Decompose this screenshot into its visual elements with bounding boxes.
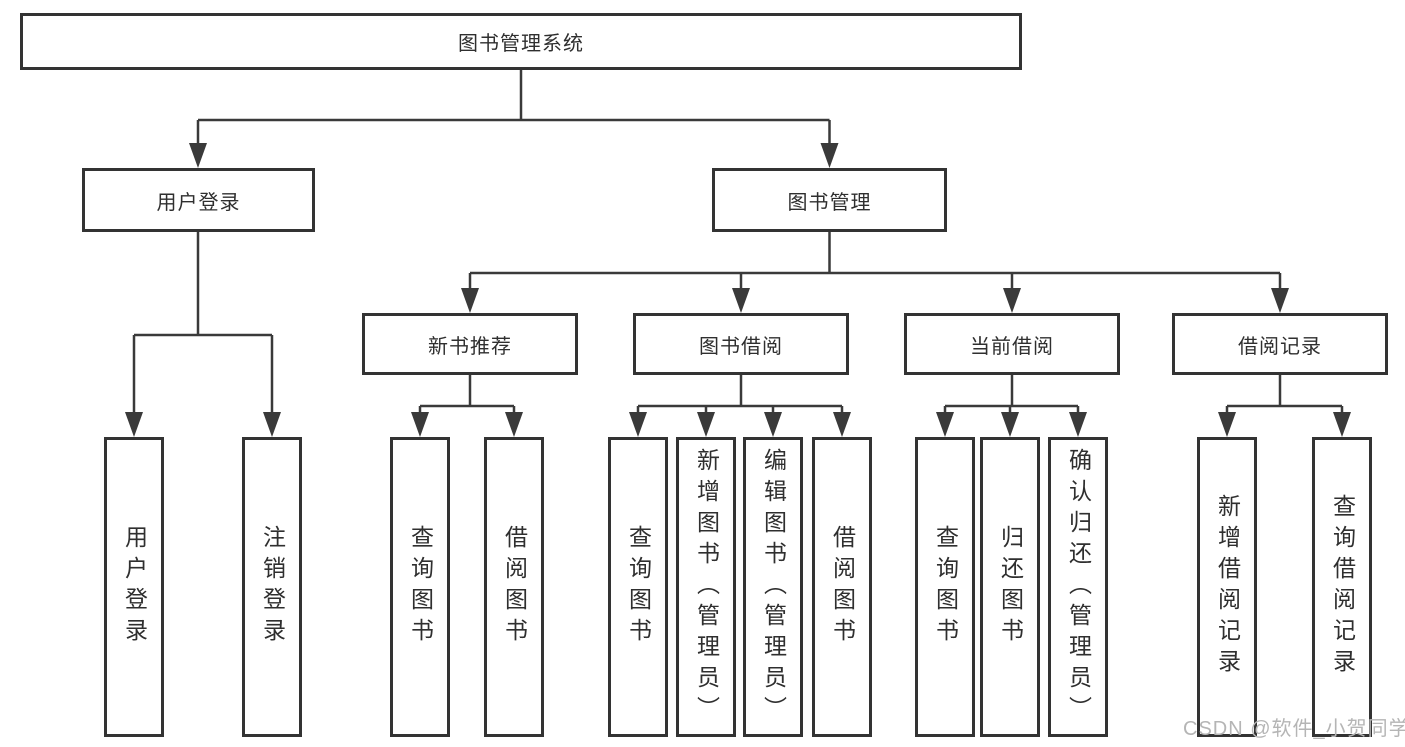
- leaf-label: 注销登录: [259, 525, 286, 649]
- leaf-label: 查询图书: [407, 525, 434, 649]
- arrowhead-icon: [1218, 412, 1236, 437]
- leaf-search-books-current: 查询图书: [915, 437, 975, 737]
- arrowhead-icon: [1003, 288, 1021, 313]
- arrowhead-icon: [1271, 288, 1289, 313]
- leaf-search-books-borrowing: 查询图书: [608, 437, 668, 737]
- leaf-add-books-admin: 新增图书（管理员）: [676, 437, 736, 737]
- leaf-label: 借阅图书: [829, 525, 856, 649]
- leaf-search-borrow-record: 查询借阅记录: [1312, 437, 1372, 737]
- arrowhead-icon: [505, 412, 523, 437]
- arrowhead-icon: [732, 288, 750, 313]
- leaf-label: 用户登录: [121, 525, 148, 649]
- node-book-management: 图书管理: [712, 168, 947, 232]
- leaf-label: 编辑图书（管理员）: [760, 447, 787, 727]
- arrowhead-icon: [411, 412, 429, 437]
- csdn-watermark: CSDN @软件_小贺同学: [1183, 718, 1405, 740]
- leaf-logout: 注销登录: [242, 437, 302, 737]
- node-borrowing-records: 借阅记录: [1172, 313, 1388, 375]
- leaf-label: 归还图书: [997, 525, 1024, 649]
- leaf-user-login: 用户登录: [104, 437, 164, 737]
- node-user-login: 用户登录: [82, 168, 315, 232]
- arrowhead-icon: [936, 412, 954, 437]
- leaf-confirm-return-admin: 确认归还（管理员）: [1048, 437, 1108, 737]
- leaf-label: 查询图书: [625, 525, 652, 649]
- leaf-edit-books-admin: 编辑图书（管理员）: [743, 437, 803, 737]
- arrowhead-icon: [1069, 412, 1087, 437]
- arrowhead-icon: [461, 288, 479, 313]
- leaf-label: 查询图书: [932, 525, 959, 649]
- arrowhead-icon: [189, 143, 207, 168]
- arrowhead-icon: [1001, 412, 1019, 437]
- leaf-borrow-books-borrowing: 借阅图书: [812, 437, 872, 737]
- leaf-label: 新增借阅记录: [1214, 494, 1241, 680]
- arrowhead-icon: [263, 412, 281, 437]
- node-library-management-system: 图书管理系统: [20, 13, 1022, 70]
- arrowhead-icon: [629, 412, 647, 437]
- arrowhead-icon: [697, 412, 715, 437]
- arrowhead-icon: [1333, 412, 1351, 437]
- arrowhead-icon: [833, 412, 851, 437]
- leaf-return-books: 归还图书: [980, 437, 1040, 737]
- leaf-label: 借阅图书: [501, 525, 528, 649]
- arrowhead-icon: [125, 412, 143, 437]
- node-new-book-recommendation: 新书推荐: [362, 313, 578, 375]
- leaf-label: 查询借阅记录: [1329, 494, 1356, 680]
- leaf-label: 确认归还（管理员）: [1065, 447, 1092, 727]
- leaf-add-borrow-record: 新增借阅记录: [1197, 437, 1257, 737]
- leaf-label: 新增图书（管理员）: [693, 447, 720, 727]
- arrowhead-icon: [764, 412, 782, 437]
- leaf-borrow-books-recommend: 借阅图书: [484, 437, 544, 737]
- node-book-borrowing: 图书借阅: [633, 313, 849, 375]
- arrowhead-icon: [820, 143, 839, 168]
- node-current-borrowing: 当前借阅: [904, 313, 1120, 375]
- leaf-search-books-recommend: 查询图书: [390, 437, 450, 737]
